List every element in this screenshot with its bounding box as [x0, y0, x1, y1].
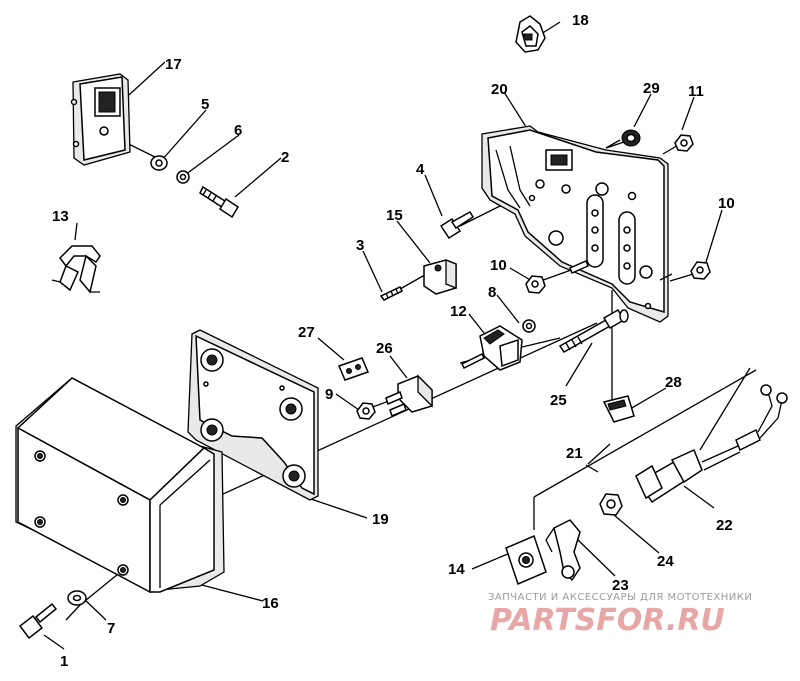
callout-5: 5 — [201, 96, 209, 113]
callout-7: 7 — [107, 620, 115, 637]
bolt-2 — [199, 185, 240, 219]
nut-11 — [674, 134, 694, 152]
sensor-22 — [635, 367, 788, 504]
callout-15: 15 — [386, 207, 403, 224]
clip-28 — [602, 395, 635, 423]
callout-1: 1 — [60, 653, 68, 670]
callout-21: 21 — [566, 445, 583, 462]
callout-14: 14 — [448, 561, 465, 578]
callout-25: 25 — [550, 392, 567, 409]
nut-24 — [599, 493, 623, 516]
watermark-tagline: ЗАПЧАСТИ И АКСЕССУАРЫ ДЛЯ МОТОТЕХНИКИ — [488, 592, 752, 603]
callout-17: 17 — [165, 56, 182, 73]
callout-18: 18 — [572, 12, 589, 29]
callout-28: 28 — [665, 374, 682, 391]
callout-10-right: 10 — [718, 195, 735, 212]
plate-27 — [337, 357, 370, 381]
connector-12 — [460, 325, 523, 371]
nut-10-right — [690, 261, 711, 280]
bracket-15 — [423, 259, 457, 295]
callout-19: 19 — [372, 511, 389, 528]
mounting-plate-20 — [481, 125, 673, 323]
callout-6: 6 — [234, 122, 242, 139]
callout-9: 9 — [325, 386, 333, 403]
cover-plate-17 — [70, 73, 131, 166]
callout-13: 13 — [52, 208, 69, 225]
box-housing-16 — [15, 377, 225, 594]
callout-27: 27 — [298, 324, 315, 341]
washer-7 — [67, 590, 87, 606]
terminal-23 — [545, 519, 581, 582]
callout-3: 3 — [356, 237, 364, 254]
callout-23: 23 — [612, 577, 629, 594]
terminal-block-26 — [385, 374, 433, 418]
nut-29 — [621, 129, 641, 147]
screw-3 — [379, 286, 404, 301]
callout-4: 4 — [416, 161, 425, 178]
nut-10-left — [525, 260, 589, 294]
connector-clip-18 — [515, 15, 546, 53]
watermark-logo: PARTSFOR.RU — [490, 603, 725, 638]
callout-22: 22 — [716, 517, 733, 534]
callout-11: 11 — [688, 83, 704, 100]
callout-26: 26 — [376, 340, 393, 357]
plate-14 — [505, 534, 547, 586]
callout-8: 8 — [488, 284, 496, 301]
nut-9 — [356, 402, 376, 420]
callout-12: 12 — [450, 303, 467, 320]
callout-2: 2 — [281, 149, 289, 166]
lock-washer-6 — [176, 170, 190, 184]
bolt-1 — [18, 602, 58, 640]
callout-16: 16 — [262, 595, 279, 612]
callout-20: 20 — [491, 81, 508, 98]
watermark: ЗАПЧАСТИ И АКСЕССУАРЫ ДЛЯ МОТОТЕХНИКИ PA… — [488, 592, 752, 638]
clip-13 — [51, 245, 101, 294]
callout-24: 24 — [657, 553, 674, 570]
stud-25 — [558, 308, 629, 353]
callout-labels: 1 2 3 4 5 6 7 8 9 10 10 11 12 13 14 15 1… — [52, 12, 735, 670]
washer-5 — [150, 155, 168, 171]
gasket-plate-19 — [187, 329, 319, 501]
bolt-4 — [439, 210, 475, 240]
callout-10-left: 10 — [490, 257, 507, 274]
callout-29: 29 — [643, 80, 660, 97]
lock-washer-8 — [522, 319, 536, 333]
